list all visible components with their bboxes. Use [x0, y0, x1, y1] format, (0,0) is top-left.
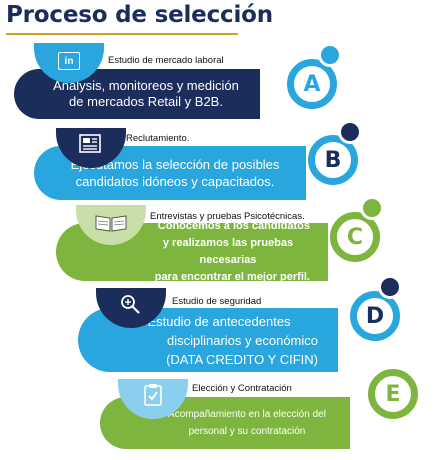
linkedin-icon: in: [58, 52, 80, 70]
title-underline: [6, 33, 238, 35]
step-a-dot: [318, 43, 342, 67]
step-e-badge: E: [368, 369, 418, 419]
step-c-line-2: y realizamos las pruebas necesarias: [162, 237, 294, 266]
step-d-band: Estudio de antecedentes disciplinarios y…: [78, 308, 338, 372]
step-d-line-2: disciplinarios y económico: [166, 332, 318, 348]
step-d-dot: [378, 275, 402, 299]
step-b-dot: [338, 120, 362, 144]
newspaper-icon: [79, 134, 101, 153]
magnifier-icon: [121, 295, 140, 314]
step-c-line-1: Conocemos a los candidatos: [157, 220, 310, 232]
step-d-letter: D: [365, 303, 385, 329]
step-e-label: Elección y Contratación: [192, 383, 292, 394]
step-a-line-1: Analysis, monitoreos y medición: [53, 78, 239, 93]
linkedin-icon-text: in: [64, 55, 74, 67]
step-d-badge: D: [350, 291, 400, 341]
step-a-label: Estudio de mercado laboral: [108, 55, 224, 66]
step-b-line-1: Ejecutamos la selección de posibles: [70, 157, 280, 172]
step-a-line-2: de mercados Retail y B2B.: [69, 94, 223, 109]
step-b-label: Reclutamiento.: [126, 133, 190, 144]
step-e-line-2: personal y su contratación: [188, 426, 306, 437]
step-c-dot: [360, 196, 384, 220]
step-c-line-3: para encontrar el mejor perfil.: [154, 271, 310, 283]
step-a-letter: A: [303, 71, 321, 97]
step-a-badge: A: [287, 59, 337, 109]
step-e-letter: E: [385, 381, 401, 407]
step-d-line-3: (DATA CREDITO Y CIFIN): [166, 351, 318, 367]
clipboard-icon: [144, 384, 162, 406]
step-c-letter: C: [346, 224, 364, 250]
step-b-letter: B: [324, 147, 342, 173]
step-c-badge: C: [330, 212, 380, 262]
step-b-line-2: candidatos idóneos y capacitados.: [75, 174, 275, 189]
open-book-icon: [95, 215, 127, 232]
step-c-label: Entrevistas y pruebas Psicotécnicas.: [150, 211, 305, 222]
step-e-line-1: Acompañamiento en la elección del: [168, 409, 326, 420]
step-a-band: Analysis, monitoreos y medición de merca…: [14, 69, 260, 119]
step-d-label: Estudio de seguridad: [172, 296, 262, 307]
step-d-line-1: Estudio de antecedentes: [147, 313, 291, 329]
page-title: Proceso de selección: [6, 2, 273, 28]
